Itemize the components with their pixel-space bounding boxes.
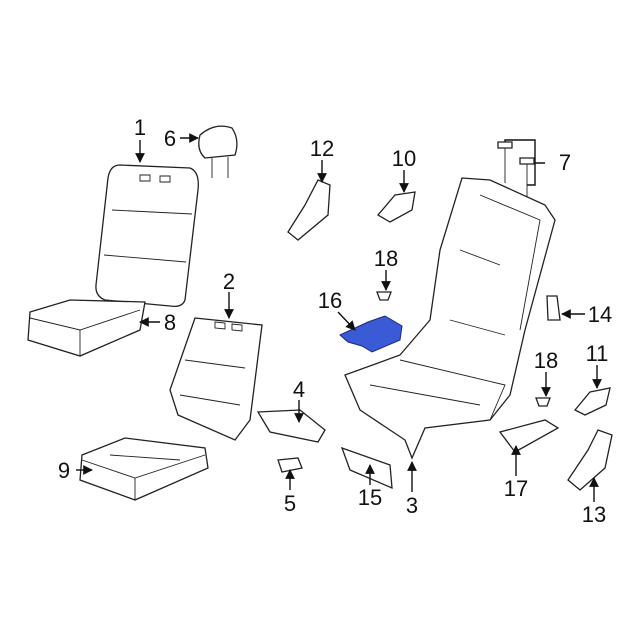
part-14[interactable] <box>546 295 561 321</box>
part-5[interactable] <box>277 457 303 473</box>
callout-18-upper: 18 <box>374 246 398 271</box>
callout-1: 1 <box>134 115 146 140</box>
callout-14: 14 <box>588 302 612 327</box>
part-bracket-10[interactable] <box>377 191 416 223</box>
leader-lines <box>76 133 602 502</box>
part-16-highlighted[interactable] <box>339 315 403 353</box>
part-bolts[interactable] <box>497 141 535 199</box>
part-15[interactable] <box>340 446 393 490</box>
callout-7: 7 <box>559 150 571 175</box>
part-seat-cushion[interactable] <box>27 299 146 357</box>
part-seat-back-frame[interactable] <box>169 317 263 441</box>
part-bracket-11[interactable] <box>573 387 611 416</box>
part-seat-frame[interactable] <box>344 177 556 460</box>
part-clip-18a[interactable] <box>376 291 392 301</box>
callout-6: 6 <box>164 126 176 151</box>
callout-10: 10 <box>392 146 416 171</box>
part-17[interactable] <box>498 419 560 453</box>
callout-12: 12 <box>310 136 334 161</box>
callout-13: 13 <box>582 502 606 527</box>
callout-11: 11 <box>586 341 609 366</box>
part-headrest[interactable] <box>198 125 238 178</box>
callout-3: 3 <box>406 493 418 518</box>
callout-2: 2 <box>223 269 235 294</box>
part-seat-back-cushion[interactable] <box>95 164 199 308</box>
part-clip-18b[interactable] <box>535 397 551 407</box>
callout-5: 5 <box>284 491 296 516</box>
callout-17: 17 <box>504 476 528 501</box>
callout-18-lower: 18 <box>534 348 558 373</box>
callout-9: 9 <box>58 458 70 483</box>
callout-4: 4 <box>293 377 305 402</box>
callout-8: 8 <box>164 310 176 335</box>
part-trim-13[interactable] <box>567 429 613 491</box>
part-trim-panel-12[interactable] <box>287 179 331 241</box>
part-cushion-frame[interactable] <box>79 437 209 501</box>
callout-15: 15 <box>358 485 382 510</box>
part-4[interactable] <box>256 409 326 443</box>
part-16-shape[interactable] <box>339 315 403 353</box>
callout-16: 16 <box>318 288 342 313</box>
